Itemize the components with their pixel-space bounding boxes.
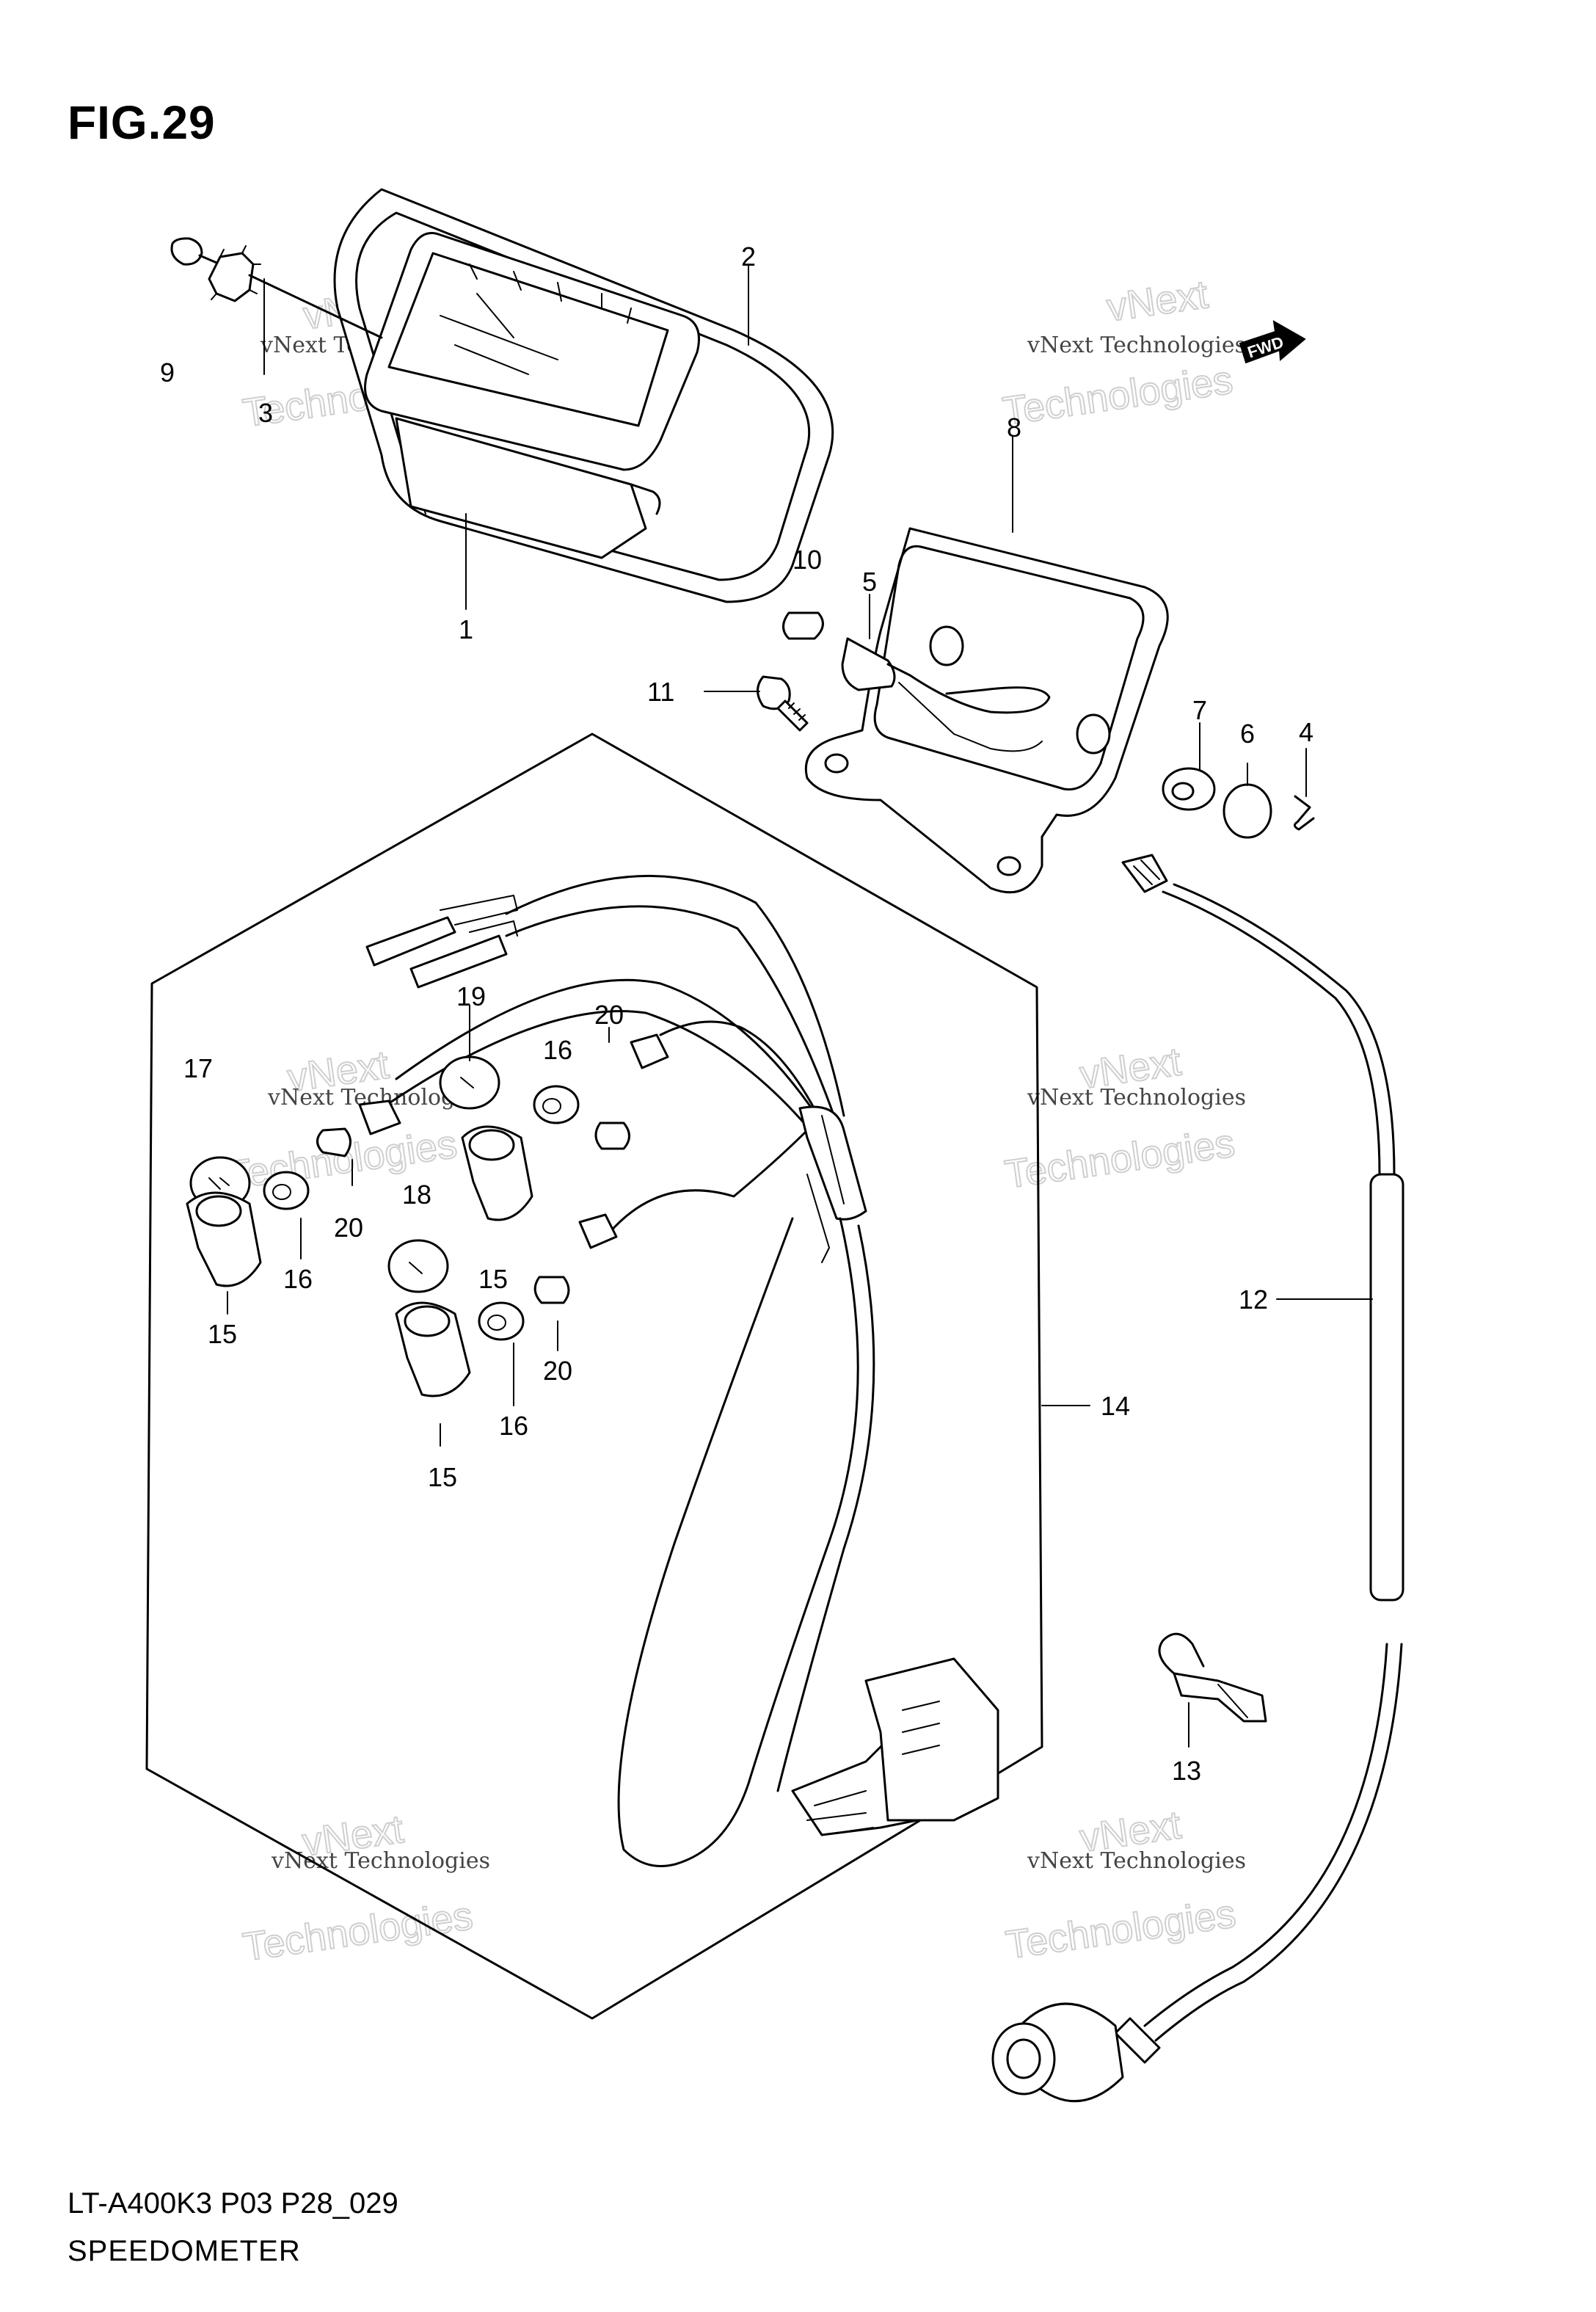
callout-7: 7 — [1192, 695, 1207, 725]
callout-12: 12 — [1239, 1284, 1268, 1315]
callout-18: 18 — [402, 1179, 431, 1210]
section-name-label: SPEEDOMETER — [68, 2235, 301, 2267]
callout-10: 10 — [792, 545, 822, 575]
socket-part-15 — [461, 1125, 533, 1221]
watermark-large-text: vNext — [1104, 272, 1211, 330]
watermark-text: vNext Technologies — [1027, 1085, 1246, 1110]
model-code-label: LT-A400K3 P03 P28_029 — [68, 2187, 398, 2220]
callout-16: 16 — [499, 1411, 528, 1441]
callout-13: 13 — [1172, 1756, 1201, 1786]
cap-part-18 — [387, 1239, 449, 1293]
bulb-part-20 — [594, 1033, 669, 1150]
screw-part-11 — [757, 675, 809, 732]
callout-3: 3 — [258, 398, 273, 428]
cushion-part-7 — [1162, 767, 1216, 811]
bulb-part-20 — [316, 1099, 401, 1157]
part-callouts: 1 2 3 4 5 6 7 8 9 10 11 12 13 14 15 15 1… — [160, 241, 1313, 1786]
watermark-large-text: Technologies — [1000, 357, 1236, 433]
callout-16: 16 — [283, 1264, 313, 1294]
callout-20: 20 — [334, 1213, 363, 1243]
cap-part-19 — [439, 1055, 500, 1110]
callout-1: 1 — [459, 614, 473, 644]
callout-5: 5 — [862, 567, 877, 597]
callout-17: 17 — [183, 1053, 213, 1083]
callout-16: 16 — [543, 1035, 572, 1065]
bulb-part-20 — [533, 1213, 618, 1304]
watermark-text: vNext Technologies — [271, 1848, 490, 1874]
grommet-part-16 — [478, 1301, 525, 1341]
watermark-bottom-right: Technologies vNext — [1002, 1802, 1239, 1968]
watermark-large-text: Technologies — [240, 1894, 475, 1969]
grommet-part-16 — [533, 1085, 580, 1124]
fwd-arrow-icon: FWD — [1239, 320, 1306, 364]
watermark-mid-right: Technologies vNext — [1002, 1039, 1239, 1197]
callout-20: 20 — [543, 1356, 572, 1386]
screw-part-9 — [170, 237, 222, 266]
callout-4: 4 — [1299, 717, 1313, 747]
socket-part-15 — [186, 1191, 262, 1287]
clip-part-4 — [1294, 795, 1315, 831]
callout-8: 8 — [1007, 412, 1021, 443]
socket-part-5 — [841, 637, 1051, 752]
figure-title: FIG.29 — [68, 96, 216, 149]
callout-20: 20 — [594, 1000, 624, 1030]
meter-body-part — [364, 232, 700, 559]
watermark-text: vNext Technologies — [1027, 1848, 1246, 1874]
wiring-harness-part — [380, 874, 999, 1867]
callout-9: 9 — [160, 357, 175, 388]
callout-6: 6 — [1240, 719, 1255, 749]
callout-2: 2 — [741, 241, 756, 272]
callout-15: 15 — [478, 1264, 508, 1294]
harness-terminal-connectors — [365, 895, 518, 989]
callout-15: 15 — [428, 1462, 457, 1492]
clamp-part-13 — [1158, 1632, 1267, 1723]
grommet-part-16 — [263, 1171, 310, 1210]
speedometer-cable-part — [991, 854, 1404, 2103]
callout-leader-lines — [227, 263, 1373, 1748]
callout-19: 19 — [456, 981, 486, 1011]
callout-14: 14 — [1101, 1391, 1130, 1421]
watermark-large-text: Technologies — [1003, 1891, 1239, 1967]
socket-part-15 — [395, 1301, 471, 1397]
watermark-text: vNext Technologies — [1027, 332, 1246, 358]
gear-part-3 — [208, 245, 383, 339]
callout-15: 15 — [208, 1319, 237, 1349]
callout-11: 11 — [647, 677, 674, 707]
wiring-harness-group-outline — [145, 733, 1043, 2020]
washer-part-6 — [1222, 783, 1272, 839]
bulb-part-10 — [782, 611, 824, 640]
